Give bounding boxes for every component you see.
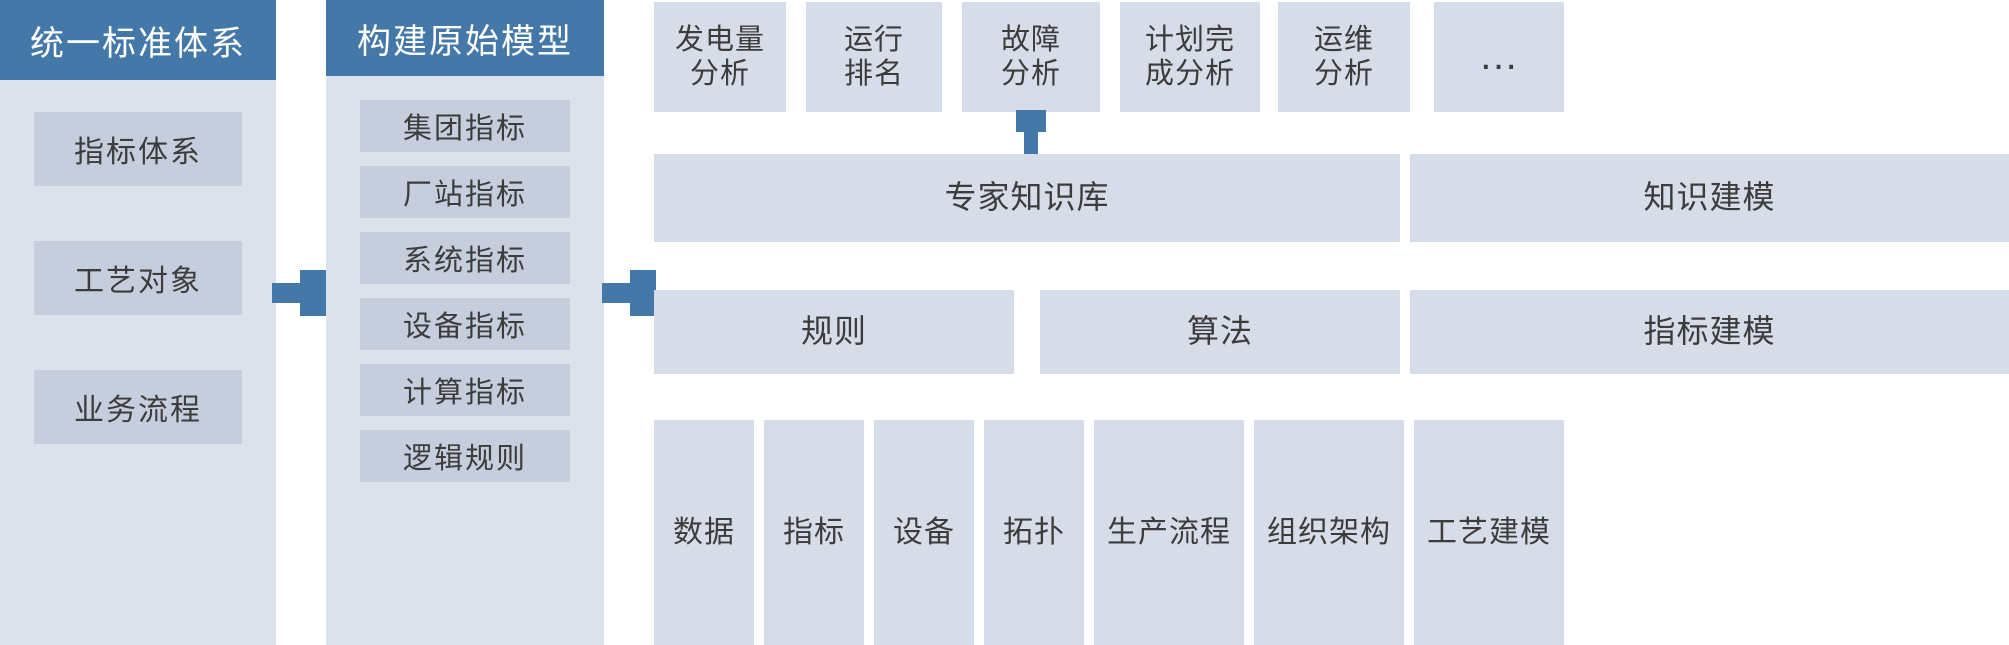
mid-panel-body: 集团指标 厂站指标 系统指标 设备指标 计算指标 逻辑规则 [326, 76, 604, 645]
analysis-tile-operation-ranking[interactable]: 运行 排名 [806, 2, 942, 112]
arrow-head [300, 270, 326, 316]
arrow-left-to-mid [272, 270, 326, 316]
analysis-tile-power-generation[interactable]: 发电量 分析 [654, 2, 786, 112]
base-tile-indicator[interactable]: 指标 [764, 420, 864, 645]
base-tile-production-process[interactable]: 生产流程 [1094, 420, 1244, 645]
left-panel-item-2[interactable]: 工艺对象 [34, 241, 242, 315]
base-tile-organization-structure[interactable]: 组织架构 [1254, 420, 1404, 645]
arrow-mid-to-right [602, 270, 656, 316]
mid-panel-item-2[interactable]: 厂站指标 [360, 166, 570, 218]
base-tile-device[interactable]: 设备 [874, 420, 974, 645]
base-tile-data[interactable]: 数据 [654, 420, 754, 645]
left-panel: 统一标准体系 指标体系 工艺对象 业务流程 [0, 0, 276, 645]
analysis-tile-plan-completion[interactable]: 计划完 成分析 [1120, 2, 1260, 112]
knowledge-tile-knowledge-modeling[interactable]: 知识建模 [1410, 154, 2009, 242]
mid-panel-item-5[interactable]: 计算指标 [360, 364, 570, 416]
rule-tile-rules[interactable]: 规则 [654, 290, 1014, 374]
left-panel-body: 指标体系 工艺对象 业务流程 [0, 80, 276, 645]
mid-panel-item-3[interactable]: 系统指标 [360, 232, 570, 284]
left-panel-header: 统一标准体系 [0, 0, 276, 80]
arrow-head [630, 270, 656, 316]
arrow-shaft [1024, 124, 1038, 160]
base-tile-topology[interactable]: 拓扑 [984, 420, 1084, 645]
mid-panel-header: 构建原始模型 [326, 0, 604, 76]
base-tile-process-modeling[interactable]: 工艺建模 [1414, 420, 1564, 645]
mid-panel-item-6[interactable]: 逻辑规则 [360, 430, 570, 482]
analysis-tile-operation-maintenance[interactable]: 运维 分析 [1278, 2, 1410, 112]
arrow-shaft [602, 283, 636, 303]
analysis-tile-fault-analysis[interactable]: 故障 分析 [962, 2, 1100, 112]
left-panel-item-3[interactable]: 业务流程 [34, 370, 242, 444]
mid-panel-item-1[interactable]: 集团指标 [360, 100, 570, 152]
analysis-tile-more[interactable]: … [1434, 2, 1564, 112]
arrow-shaft [272, 283, 306, 303]
rule-tile-indicator-modeling[interactable]: 指标建模 [1410, 290, 2009, 374]
mid-panel: 构建原始模型 集团指标 厂站指标 系统指标 设备指标 计算指标 逻辑规则 [326, 0, 604, 645]
arrow-head [1016, 110, 1046, 132]
rule-tile-algorithms[interactable]: 算法 [1040, 290, 1400, 374]
knowledge-tile-expert-knowledge-base[interactable]: 专家知识库 [654, 154, 1400, 242]
left-panel-item-1[interactable]: 指标体系 [34, 112, 242, 186]
arrow-knowledge-to-fault-analysis [1016, 110, 1046, 160]
mid-panel-item-4[interactable]: 设备指标 [360, 298, 570, 350]
